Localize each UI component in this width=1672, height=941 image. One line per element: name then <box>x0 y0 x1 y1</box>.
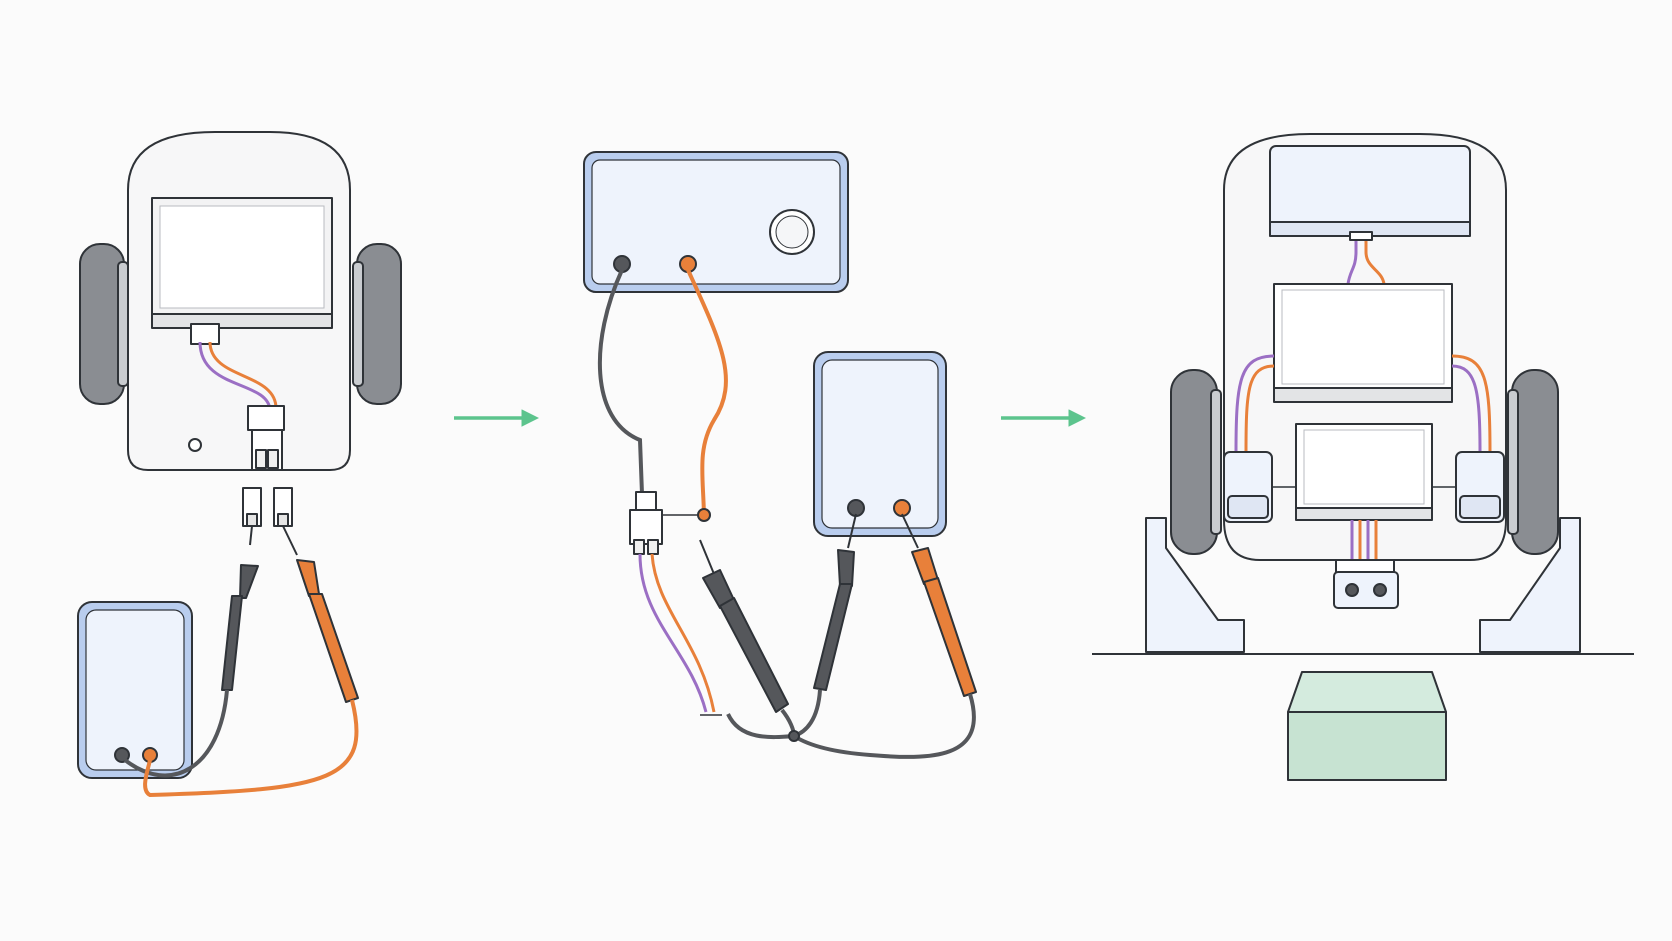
motor-controller-icon <box>1295 423 1433 521</box>
multimeter-icon <box>77 601 193 779</box>
obstacle-block <box>1287 671 1447 781</box>
pack-connector <box>190 323 220 345</box>
step-3-panel <box>1092 133 1634 781</box>
motor-right <box>1455 451 1505 523</box>
wheel-left <box>79 243 129 405</box>
test-probe-orange <box>296 559 359 703</box>
jack-v <box>142 747 158 763</box>
battery-pack-icon <box>1273 283 1453 403</box>
lead-junction <box>788 730 800 742</box>
stand-right <box>1479 517 1581 653</box>
junction-node <box>697 508 711 522</box>
meter-jack-v <box>893 499 911 517</box>
supply-terminal-neg <box>613 255 631 273</box>
probe-clip-left <box>242 487 262 527</box>
test-probe-black-2 <box>813 549 855 691</box>
probe-clip-right <box>273 487 293 527</box>
jack-com <box>114 747 130 763</box>
sensor-board-icon <box>1269 145 1471 237</box>
step-1-panel <box>77 131 402 798</box>
battery-pack-icon <box>151 197 333 329</box>
wheel-left <box>1170 369 1222 555</box>
connector-icon <box>247 405 285 471</box>
motor-left <box>1223 451 1273 523</box>
stand-left <box>1145 517 1245 653</box>
step-2-panel <box>583 151 977 759</box>
connector-icon <box>629 491 663 555</box>
test-probe-black <box>702 569 789 713</box>
multimeter-icon <box>813 351 947 537</box>
sensor-icon <box>1333 559 1399 609</box>
test-probe-black <box>221 564 259 691</box>
meter-jack-com <box>847 499 865 517</box>
power-supply-icon <box>583 151 849 293</box>
wheel-right <box>352 243 402 405</box>
chassis-hole <box>188 438 202 452</box>
test-probe-orange <box>911 547 977 697</box>
wheel-right <box>1507 369 1559 555</box>
supply-terminal-pos <box>679 255 697 273</box>
